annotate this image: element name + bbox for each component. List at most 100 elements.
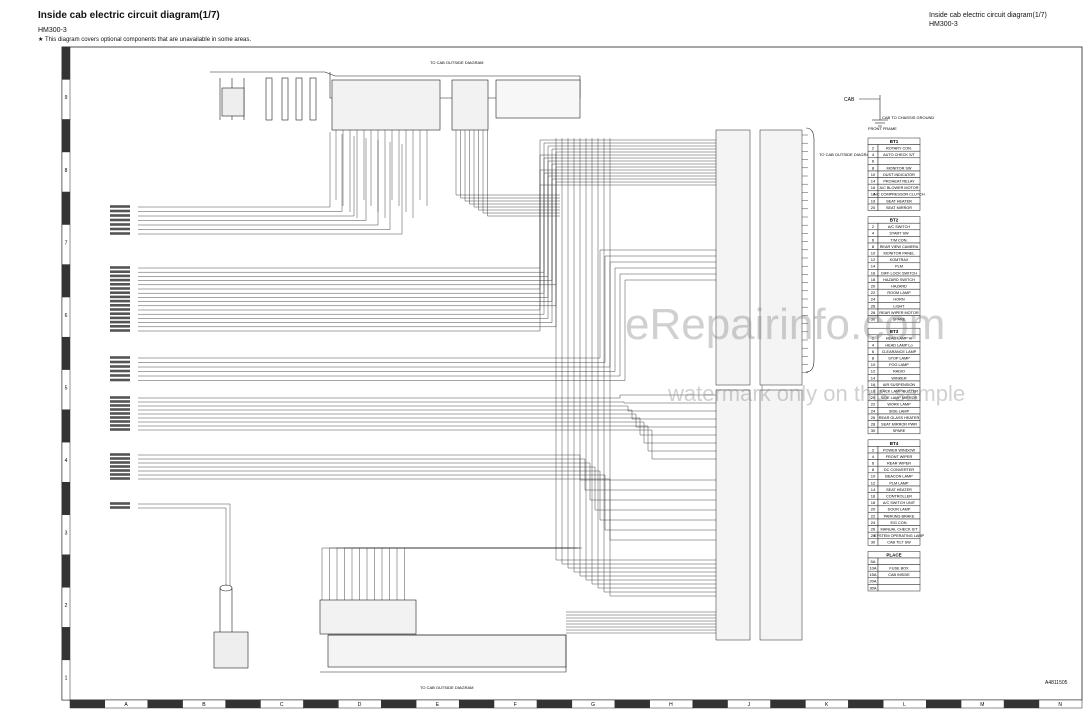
table-row-number: 16: [871, 382, 876, 387]
table-row-number: 14: [871, 487, 876, 492]
table-row-label: PLM LAMP: [889, 481, 909, 485]
row-number: 1: [65, 676, 68, 682]
terminal-tag: [110, 465, 130, 468]
table-row-number: 19: [871, 198, 876, 203]
table-label-cell: [877, 157, 921, 165]
table-row-label: FOG LAMP: [889, 363, 909, 367]
column-band: [147, 700, 183, 708]
table-row-number: 20: [871, 507, 876, 512]
wire: [396, 547, 580, 600]
table-row-number: 2: [872, 447, 875, 452]
table-row-number: 15A: [869, 572, 876, 577]
terminal-tag: [110, 469, 130, 472]
wire: [138, 255, 716, 363]
wire: [460, 130, 560, 199]
column-band: [537, 700, 573, 708]
table-row-label: CAB TILT SW: [887, 541, 911, 545]
terminal-tag: [110, 295, 130, 299]
column-letter: H: [669, 702, 673, 708]
right-connector-strips: [715, 129, 803, 641]
table-row-number: 14: [871, 375, 876, 380]
terminal-tag: [110, 506, 130, 509]
table-row-label: POWER WINDOW: [883, 448, 915, 452]
wire: [138, 249, 716, 359]
table-row-number: 14: [871, 264, 876, 269]
table-row-label: MONITOR PANEL: [883, 252, 914, 256]
terminal-tag: [110, 312, 130, 315]
terminal-tag: [110, 502, 130, 505]
wire: [579, 138, 716, 577]
wire-bundles: [138, 130, 808, 634]
table-row-number: 28: [871, 310, 876, 315]
terminal-tag: [110, 283, 130, 286]
table-row-number: 22: [871, 402, 876, 407]
column-letter: F: [514, 702, 517, 708]
table-row-label: A/C COMPRESSOR CLUTCH: [873, 193, 925, 197]
table-row-label: HORN: [893, 298, 904, 302]
column-letter: D: [358, 702, 362, 708]
table-row-label: DIFF LOCK SWITCH: [881, 271, 917, 275]
terminal-tag: [110, 270, 130, 273]
table-row-label: PARKING BRAKE: [884, 514, 915, 518]
column-letter: N: [1058, 702, 1062, 708]
table-row-label: PROHEAT RELAY: [883, 180, 915, 184]
column-letter: K: [825, 702, 829, 708]
wire: [381, 547, 576, 600]
table-row-number: 26: [871, 527, 876, 532]
table-label-cell: [877, 538, 921, 546]
terminal-tag: [110, 218, 130, 222]
table-row-label: WORK LAMP: [887, 403, 911, 407]
wire: [138, 474, 716, 531]
page-title: Inside cab electric circuit diagram(1/7): [38, 10, 220, 21]
table-label-cell: [877, 426, 921, 435]
table-row-label: SEAT HEATER: [886, 199, 912, 203]
wire: [359, 547, 570, 600]
wire: [603, 138, 716, 593]
model-label: HM300-3: [38, 27, 67, 34]
table-row-number: 18: [871, 389, 876, 394]
column-band: [848, 700, 884, 708]
column-band: [926, 700, 962, 708]
terminal-tag: [110, 214, 130, 217]
table-row-number: 4: [872, 454, 875, 459]
terminal-tag: [110, 428, 130, 431]
column-band: [381, 700, 417, 708]
wire: [138, 417, 716, 436]
terminal-tag: [110, 299, 130, 303]
table-row-label: AUTO CHECK S/T: [883, 153, 915, 157]
table-row-label: A/C SWITCH UNIT: [883, 501, 916, 505]
table-row-number: 4: [872, 231, 875, 236]
terminal-tag: [110, 378, 130, 382]
wire: [138, 429, 716, 460]
to-cab-outside-top-label: TO CAB OUTSIDE DIAGRAM: [430, 60, 484, 65]
table-row-label: CAB INSIDE: [888, 573, 910, 577]
table-label-cell: [877, 203, 921, 211]
table-row-number: 6: [872, 159, 875, 164]
wire: [366, 547, 572, 600]
table-row-label: HEAD LAMP Lo: [885, 343, 912, 347]
wire: [138, 454, 716, 481]
table-row-number: 18: [871, 500, 876, 505]
wire: [321, 547, 560, 600]
table-row-number: 20: [871, 205, 876, 210]
wire: [138, 405, 716, 412]
terminal-tag: [110, 329, 130, 332]
table-row-number: 6: [872, 237, 875, 242]
row-band: [62, 409, 70, 443]
wire: [138, 132, 331, 208]
wire: [351, 547, 568, 600]
table-row-label: ROOM LAMP: [887, 291, 911, 295]
terminal-tag: [110, 477, 130, 480]
row-number: 4: [65, 458, 68, 464]
diagram-frame: [61, 46, 1083, 701]
row-band: [62, 482, 70, 515]
terminal-tag: [110, 308, 130, 311]
table-row-label: ROTARY CON.: [886, 147, 912, 151]
terminal-tag: [110, 457, 130, 460]
table-row-label: HAZARD: [891, 285, 907, 289]
column-letter: A: [124, 702, 128, 708]
